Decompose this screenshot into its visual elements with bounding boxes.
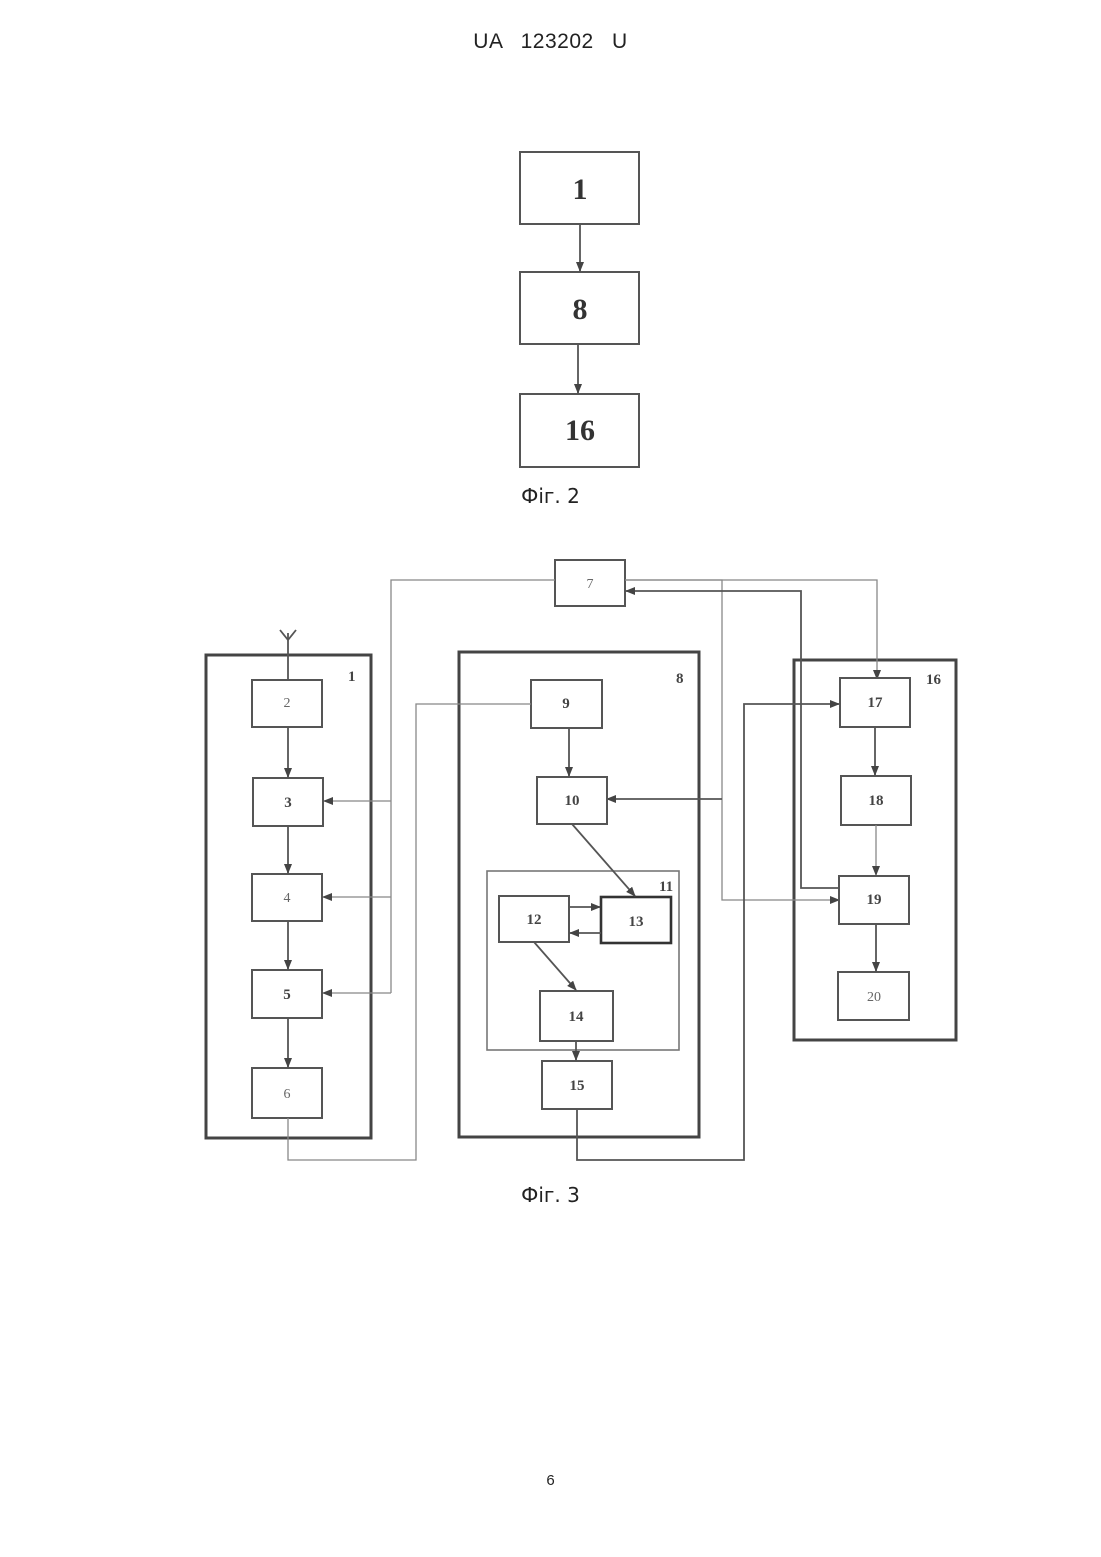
fig3-caption: Фіг. 3	[0, 1183, 1101, 1207]
fig3-block-14-label: 14	[569, 1009, 585, 1025]
arrow-10-to-13	[572, 824, 635, 896]
arrow-12-to-14	[534, 942, 576, 990]
fig3-group-11-label: 11	[659, 879, 673, 895]
fig2-block-1-label: 1	[573, 173, 588, 206]
fig3-block-9-label: 9	[562, 696, 570, 712]
fig3-block-12-label: 12	[527, 912, 542, 928]
fig3-block-4-label: 4	[284, 891, 291, 906]
arrow-19-to-7	[626, 591, 839, 888]
fig3-block-20-label: 20	[867, 990, 881, 1005]
fig3-diagram: 1 8 16 11 2 3 4 5 6	[206, 560, 956, 1160]
fig3-block-18-label: 18	[869, 793, 884, 809]
fig3-block-15-label: 15	[570, 1078, 585, 1094]
fig3-block-7-label: 7	[587, 577, 594, 592]
arrow-7-to-19	[625, 580, 839, 900]
fig3-block-5-label: 5	[283, 987, 291, 1003]
fig2-caption: Фіг. 2	[0, 484, 1101, 508]
fig3-block-2-label: 2	[284, 696, 291, 711]
fig3-block-13-label: 13	[629, 914, 644, 930]
fig2-block-8-label: 8	[573, 293, 588, 326]
arrow-7-to-17	[625, 580, 877, 679]
fig3-group-1-label: 1	[348, 669, 356, 685]
fig3-block-6-label: 6	[284, 1087, 291, 1102]
page-number: 6	[0, 1472, 1101, 1489]
fig3-block-17-label: 17	[868, 695, 884, 711]
fig3-group-16-label: 16	[926, 672, 942, 688]
fig2-diagram: 1 8 16	[520, 152, 639, 467]
link-6-to-9	[288, 704, 531, 1160]
fig3-block-3-label: 3	[284, 795, 292, 811]
fig3-block-19-label: 19	[867, 892, 882, 908]
fig3-group-8-label: 8	[676, 671, 684, 687]
fig2-block-16-label: 16	[565, 414, 595, 447]
fig3-block-10-label: 10	[565, 793, 580, 809]
